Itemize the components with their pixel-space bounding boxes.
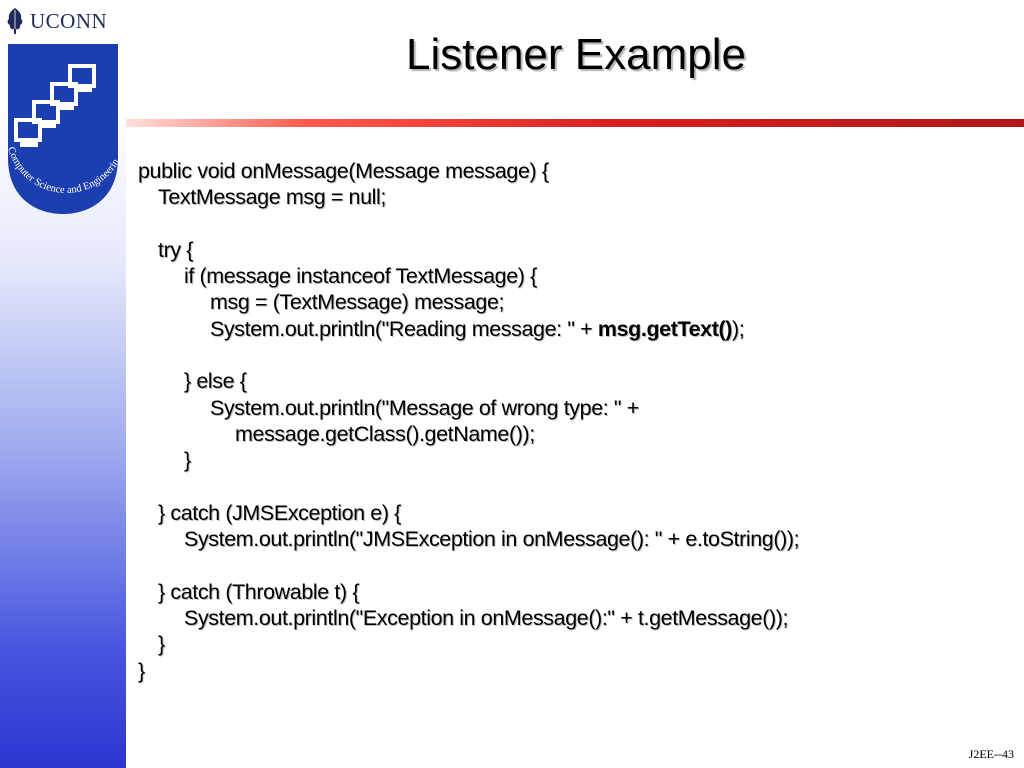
code-line: try { [158, 237, 194, 262]
code-line: public void onMessage(Message message) { [138, 159, 549, 183]
code-line: message.getClass().getName()); [235, 421, 535, 446]
slide-footer: J2EE--43 [968, 747, 1014, 761]
code-line-blank [138, 474, 1018, 500]
code-line: System.out.println("Reading message: " +… [138, 316, 1018, 342]
code-line: } catch (Throwable t) { [158, 579, 360, 604]
code-line: } catch (JMSException e) { [158, 500, 401, 525]
code-line: } [184, 448, 191, 473]
code-line: if (message instanceof TextMessage) { [184, 264, 537, 289]
code-segment: System.out.println("Reading message: " + [210, 316, 598, 341]
code-listing: public void onMessage(Message message) {… [138, 158, 1018, 684]
code-segment-bold: msg.getText() [597, 316, 733, 341]
uconn-wordmark: UCONN [30, 8, 108, 33]
code-segment: ); [732, 316, 745, 341]
oak-leaf-icon [7, 8, 23, 34]
code-line: } [138, 658, 145, 683]
code-line: TextMessage msg = null; [158, 185, 387, 210]
slide-title: Listener Example [406, 30, 746, 79]
uconn-logo: UCONN [4, 6, 120, 36]
code-line: } else { [184, 369, 247, 394]
code-line-blank [138, 211, 1018, 237]
code-line: System.out.println("JMSException in onMe… [184, 527, 800, 552]
code-line: msg = (TextMessage) message; [210, 290, 505, 315]
code-line: System.out.println("Exception in onMessa… [184, 606, 789, 631]
code-line-blank [138, 342, 1018, 368]
code-line: } [158, 632, 165, 657]
code-line: System.out.println("Message of wrong typ… [210, 395, 639, 420]
title-underline-bar [126, 119, 1024, 127]
cse-seal-logo: Computer Science and Engineering [0, 38, 122, 214]
code-line-blank [138, 552, 1018, 578]
